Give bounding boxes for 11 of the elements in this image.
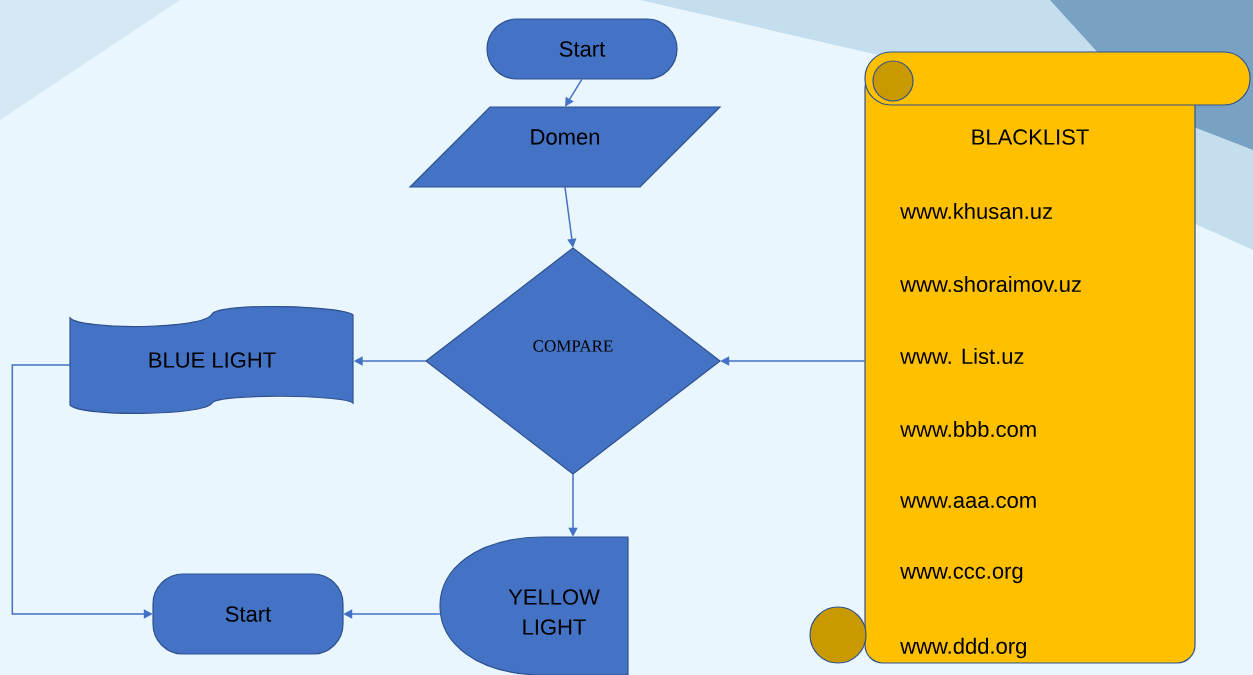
list-item: www.ccc.org [900, 566, 1023, 584]
list-item: www.khusan.uz [900, 202, 1052, 220]
display-box: BLUE LIGHT [69, 305, 354, 414]
terminator: Start [486, 18, 678, 80]
list-item: www.ddd.org [900, 637, 1026, 659]
list-item: www.shoraimov.uz [900, 275, 1081, 293]
list-item: www.bbb.com [900, 420, 1036, 438]
list-item: www.aaa.com [900, 496, 1036, 509]
arrow [565, 78, 583, 107]
terminator: Start [152, 573, 344, 655]
list-item: www. List.uz [900, 347, 1024, 365]
